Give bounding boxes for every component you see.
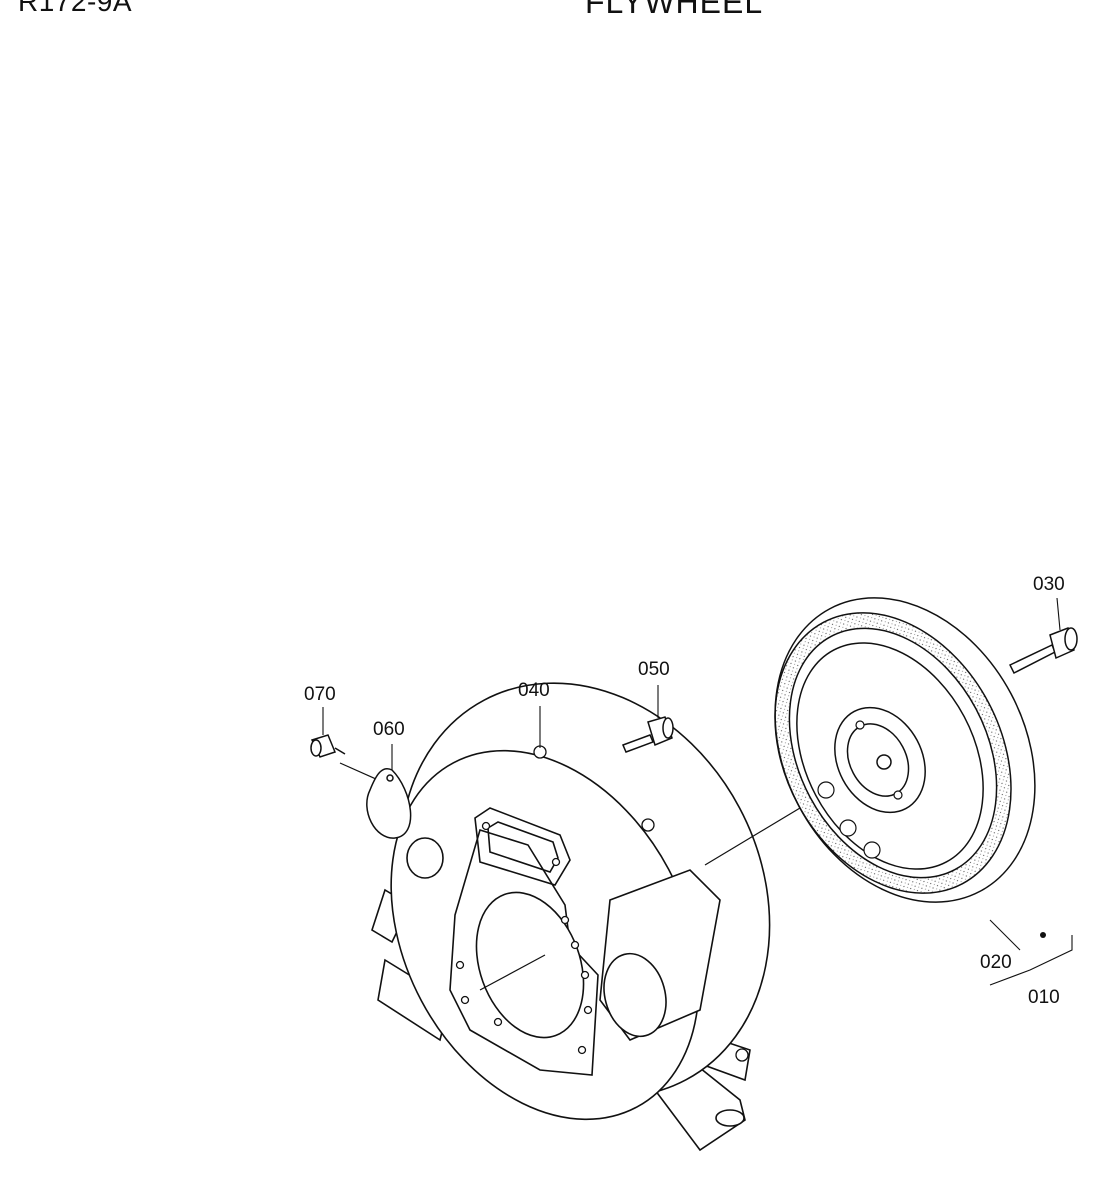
callout-050: 050 — [638, 659, 670, 680]
flywheel-bolt — [1008, 626, 1078, 675]
leader-lines — [322, 597, 1073, 986]
callout-070: 070 — [304, 684, 336, 705]
housing-bolt — [621, 716, 674, 753]
callout-030: 030 — [1033, 574, 1065, 595]
callout-010: 010 — [1028, 987, 1060, 1008]
flywheel-housing — [371, 682, 771, 1152]
diagram-title: FLYWHEEL — [585, 0, 764, 20]
flywheel — [774, 597, 1036, 903]
cover-screw — [310, 734, 346, 758]
callout-060: 060 — [373, 719, 405, 740]
cover-plate — [366, 768, 412, 839]
model-code: R172-9A — [18, 0, 133, 17]
ring-gear-marker — [1040, 932, 1046, 938]
callout-040: 040 — [518, 680, 550, 701]
callout-020: 020 — [980, 952, 1012, 973]
